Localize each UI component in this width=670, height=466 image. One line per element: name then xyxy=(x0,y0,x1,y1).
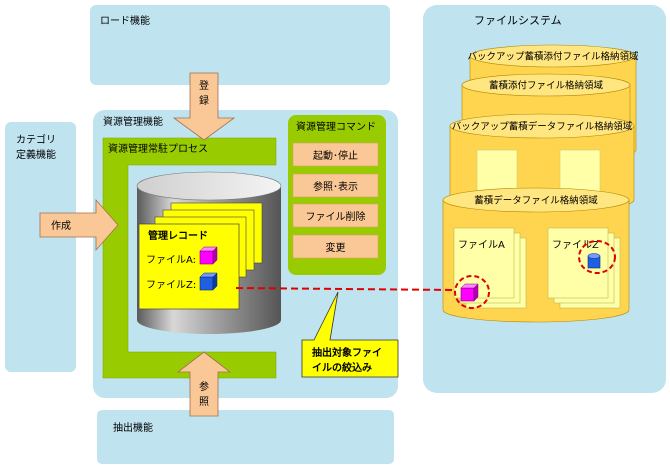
register-char-1: 登 xyxy=(199,79,209,92)
resident-process-label: 資源管理常駐プロセス xyxy=(108,142,208,155)
resident-process-frame xyxy=(102,137,277,379)
register-char-2: 録 xyxy=(199,94,209,107)
file-a-stack: ファイルA xyxy=(453,227,527,309)
callout-line2: イルの絞込み xyxy=(312,361,372,374)
management-record-stack: 管理レコード ファイルA: ファイルZ: xyxy=(138,202,263,310)
create-arrow: 作成 xyxy=(39,198,119,252)
reference-arrow: 参 照 xyxy=(176,351,232,417)
resource-management-label: 資源管理機能 xyxy=(103,115,163,128)
commands-title: 資源管理コマンド xyxy=(296,120,376,133)
record-file-a-cube-icon xyxy=(199,246,218,265)
command-start-stop-button[interactable]: 起動･停止 xyxy=(292,142,379,167)
command-change-button[interactable]: 変更 xyxy=(292,234,379,259)
extract-function-label: 抽出機能 xyxy=(113,421,153,434)
file-a-highlight-circle xyxy=(454,275,490,309)
backup-attachment-storage-label: バックアップ蓄積添付ファイル格納領域 xyxy=(467,51,639,63)
category-label-line1: カテゴリ xyxy=(16,133,56,146)
category-definition-box: カテゴリ 定義機能 xyxy=(5,122,76,372)
extraction-link-dashed-line xyxy=(235,287,456,291)
command-start-stop-label: 起動･停止 xyxy=(313,149,358,162)
callout-line1: 抽出対象ファイ xyxy=(312,346,382,359)
record-file-a-label: ファイルA: xyxy=(146,255,196,266)
file-z-label: ファイルZ xyxy=(552,240,599,251)
data-storage-label: 蓄積データファイル格納領域 xyxy=(474,195,598,207)
command-view-label: 参照･表示 xyxy=(313,180,358,193)
record-file-z-label: ファイルZ: xyxy=(146,280,196,291)
category-label-line2: 定義機能 xyxy=(16,148,56,161)
load-function-box: ロード機能 xyxy=(90,5,390,85)
create-label: 作成 xyxy=(51,220,71,232)
load-function-label: ロード機能 xyxy=(100,14,150,27)
backup-data-storage-label: バックアップ蓄積データファイル格納領域 xyxy=(452,121,633,133)
extract-function-box: 抽出機能 xyxy=(97,410,394,464)
reference-char-2: 照 xyxy=(199,396,209,408)
command-delete-file-button[interactable]: ファイル削除 xyxy=(292,203,379,228)
file-a-label: ファイルA xyxy=(458,240,505,251)
register-arrow: 登 録 xyxy=(172,72,236,141)
storage-file-a-cube-icon xyxy=(460,283,479,302)
reference-char-1: 参 xyxy=(199,380,209,393)
command-view-button[interactable]: 参照･表示 xyxy=(292,173,379,198)
command-delete-file-label: ファイル削除 xyxy=(306,210,366,223)
record-file-z-cube-icon xyxy=(199,272,218,291)
management-record-title: 管理レコード xyxy=(148,229,208,242)
command-change-label: 変更 xyxy=(326,241,346,254)
attachment-storage-label: 蓄積添付ファイル格納領域 xyxy=(489,80,604,92)
file-z-highlight-circle xyxy=(578,240,616,274)
extraction-filter-callout: 抽出対象ファイ イルの絞込み xyxy=(301,291,399,378)
filesystem-label: ファイルシステム xyxy=(474,14,562,27)
storage-file-z-cube-icon xyxy=(587,253,601,269)
